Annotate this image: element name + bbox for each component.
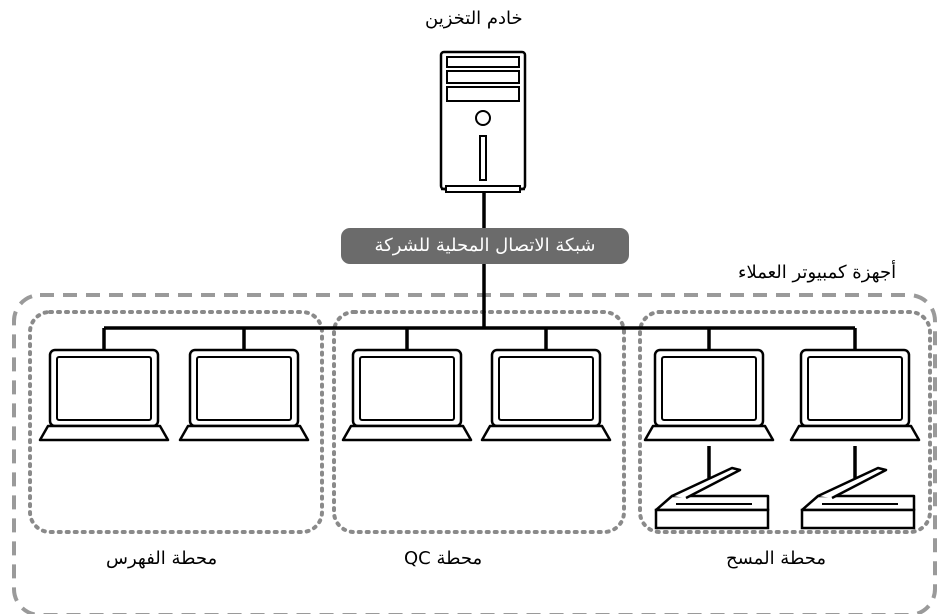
- laptop-icon: [178, 348, 310, 442]
- scan-station-label: محطة المسح: [726, 548, 826, 569]
- storage-server-icon: [439, 50, 527, 193]
- scan-station-border: [638, 310, 932, 534]
- scanner-icon: [654, 466, 770, 530]
- laptop-icon: [480, 348, 612, 442]
- laptop-icon: [38, 348, 170, 442]
- laptop-icon: [789, 348, 921, 442]
- qc-station-label: محطة QC: [404, 548, 483, 569]
- index-station-label: محطة الفهرس: [106, 548, 218, 569]
- network-cabling: [102, 192, 857, 350]
- clients-group-label: أجهزة كمبيوتر العملاء: [738, 262, 897, 283]
- scanner-cabling: [707, 446, 857, 478]
- lan-label: شبكة الاتصال المحلية للشركة: [341, 228, 629, 264]
- index-station-border: [28, 310, 324, 534]
- clients-group-border: [12, 293, 937, 614]
- storage-server-label: خادم التخزين: [425, 8, 523, 29]
- laptop-icon: [341, 348, 473, 442]
- scanner-icon: [800, 466, 916, 530]
- qc-station-border: [332, 310, 626, 534]
- laptop-icon: [643, 348, 775, 442]
